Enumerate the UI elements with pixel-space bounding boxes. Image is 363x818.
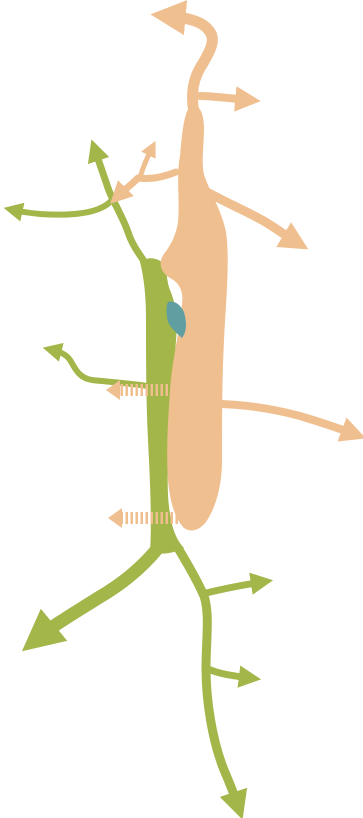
orange-branch-top-right <box>200 96 248 100</box>
dashed-arrow-lower-dash <box>171 512 174 524</box>
dashed-arrow-upper-dash <box>136 384 139 396</box>
dashed-arrow-upper-dash <box>151 384 154 396</box>
orange-branch-top <box>168 16 212 120</box>
dashed-arrow-upper-dash <box>171 384 174 396</box>
dashed-arrow-upper-dash <box>166 384 169 396</box>
dashed-arrow-lower-dash <box>151 512 154 524</box>
orange-branch-upper-fork-2 <box>140 148 152 178</box>
dashed-arrow-lower-dash <box>166 512 169 524</box>
dashed-arrow-lower-dash <box>131 512 134 524</box>
dashed-arrow-upper-dash <box>146 384 149 396</box>
dashed-arrow-lower-arrowhead <box>108 508 122 528</box>
orange-branch-right-lower <box>214 404 354 434</box>
dashed-arrow-lower-dash <box>141 512 144 524</box>
dashed-arrow-upper-dash <box>131 384 134 396</box>
green-branch-lower-right-upper <box>202 582 262 594</box>
green-branch-upper-left <box>13 200 112 215</box>
dashed-arrow-lower-dash <box>126 512 129 524</box>
dashed-arrow-upper-dash <box>161 384 164 396</box>
dashed-arrow-lower-dash <box>176 512 179 524</box>
dashed-arrow-lower-dash <box>136 512 139 524</box>
orange-branch-upper-fork <box>118 172 176 196</box>
dashed-arrow-upper-dash <box>121 384 124 396</box>
dashed-arrow-lower-dash <box>156 512 159 524</box>
dashed-arrow-upper-dash <box>156 384 159 396</box>
green-branch-lower-left <box>38 548 158 638</box>
dashed-arrow-upper-dash <box>126 384 129 396</box>
green-branch-mid-left <box>52 350 160 388</box>
dashed-arrow-lower-dash <box>146 512 149 524</box>
dashed-arrow-upper-dash <box>176 384 179 396</box>
dashed-arrow-lower-dash <box>161 512 164 524</box>
green-branch-lower-right-middle <box>206 668 250 678</box>
dashed-arrow-upper-dash <box>141 384 144 396</box>
